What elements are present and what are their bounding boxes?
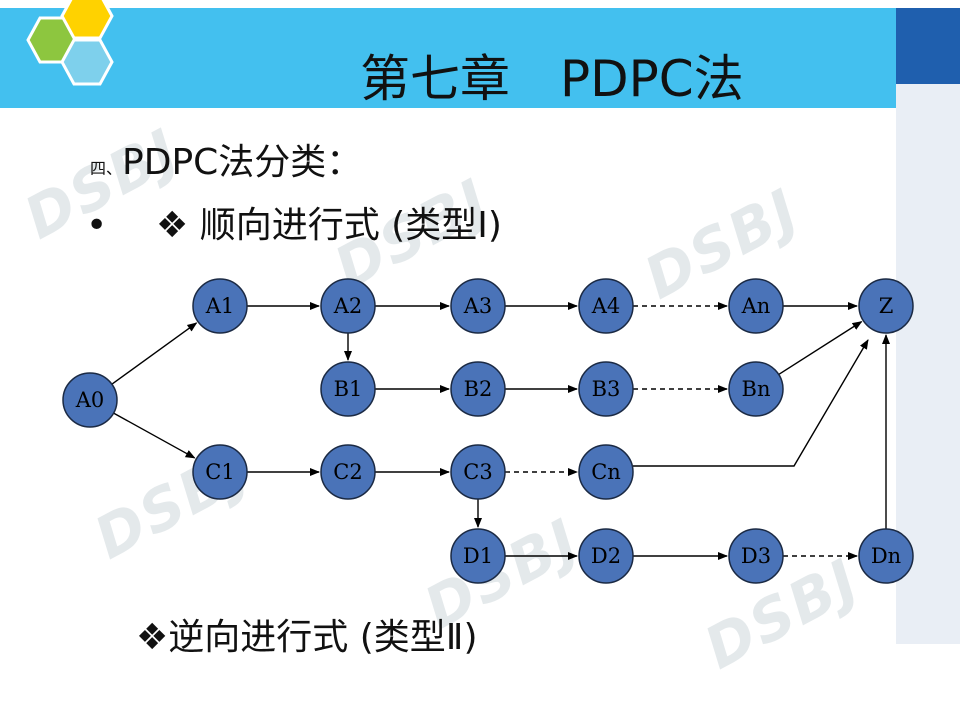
edge-a0-to-a1 xyxy=(111,322,198,385)
bullet-reverse-type: ❖逆向进行式 (类型Ⅱ) xyxy=(136,617,478,658)
node-d3: D3 xyxy=(728,528,784,584)
node-d1: D1 xyxy=(450,528,506,584)
node-label: B2 xyxy=(464,377,493,401)
node-a2: A2 xyxy=(320,278,376,334)
node-c1: C1 xyxy=(192,444,248,500)
node-label: Z xyxy=(879,294,894,318)
node-a0: A0 xyxy=(62,372,118,428)
node-circle xyxy=(578,361,634,417)
node-circle xyxy=(320,361,376,417)
node-label: Cn xyxy=(591,460,621,484)
node-circle xyxy=(858,278,914,334)
node-circle xyxy=(192,278,248,334)
node-circle xyxy=(192,444,248,500)
bullet-forward-type: • ❖ 顺向进行式 (类型Ⅰ) xyxy=(86,198,502,254)
node-label: A4 xyxy=(591,294,621,318)
node-label: B1 xyxy=(334,377,363,401)
header-band xyxy=(0,8,960,108)
node-a4: A4 xyxy=(578,278,634,334)
node-circle xyxy=(578,528,634,584)
bullet-dot: • xyxy=(86,205,108,246)
node-circle xyxy=(728,361,784,417)
node-circle xyxy=(450,361,506,417)
diagram-edges xyxy=(111,302,890,560)
node-label: D2 xyxy=(591,544,621,568)
header-corner-block xyxy=(896,8,960,84)
slide-title: 第七章 PDPC法 xyxy=(360,50,744,108)
node-circle xyxy=(858,528,914,584)
node-label: Bn xyxy=(742,377,771,401)
node-circle xyxy=(450,444,506,500)
edge-bn-to-z xyxy=(778,321,863,376)
node-a1: A1 xyxy=(192,278,248,334)
section-title: PDPC法分类： xyxy=(122,142,363,183)
bullet-forward-text: ❖ 顺向进行式 (类型Ⅰ) xyxy=(156,205,502,246)
node-label: D3 xyxy=(741,544,771,568)
node-circle xyxy=(450,528,506,584)
node-z: Z xyxy=(858,278,914,334)
edge-a0-to-c1 xyxy=(113,412,196,459)
logo-hexagon-yellow xyxy=(60,0,114,40)
node-cn: Cn xyxy=(578,444,634,500)
section-heading: 四、PDPC法分类： xyxy=(90,140,362,186)
node-label: D1 xyxy=(463,544,493,568)
node-circle xyxy=(578,444,634,500)
node-b3: B3 xyxy=(578,361,634,417)
edge-cn-to-z xyxy=(633,339,869,467)
node-label: A3 xyxy=(463,294,493,318)
node-b1: B1 xyxy=(320,361,376,417)
node-a3: A3 xyxy=(450,278,506,334)
node-b2: B2 xyxy=(450,361,506,417)
node-label: A1 xyxy=(205,294,235,318)
node-label: C2 xyxy=(333,460,362,484)
node-d2: D2 xyxy=(578,528,634,584)
header-top-margin xyxy=(0,0,960,8)
node-circle xyxy=(728,528,784,584)
node-circle xyxy=(450,278,506,334)
node-dn: Dn xyxy=(858,528,914,584)
node-circle xyxy=(320,444,376,500)
hexagon-logo-icon xyxy=(26,0,114,86)
section-number: 四、 xyxy=(90,159,123,178)
node-label: A2 xyxy=(333,294,363,318)
node-circle xyxy=(320,278,376,334)
node-circle xyxy=(728,278,784,334)
node-label: An xyxy=(741,294,771,318)
logo-hexagon-blue xyxy=(60,38,114,86)
node-label: B3 xyxy=(592,377,621,401)
node-label: A0 xyxy=(75,388,105,412)
node-label: Dn xyxy=(871,544,901,568)
node-bn: Bn xyxy=(728,361,784,417)
node-an: An xyxy=(728,278,784,334)
node-label: C1 xyxy=(205,460,234,484)
node-label: C3 xyxy=(463,460,492,484)
node-c3: C3 xyxy=(450,444,506,500)
node-circle xyxy=(578,278,634,334)
node-circle xyxy=(62,372,118,428)
node-c2: C2 xyxy=(320,444,376,500)
